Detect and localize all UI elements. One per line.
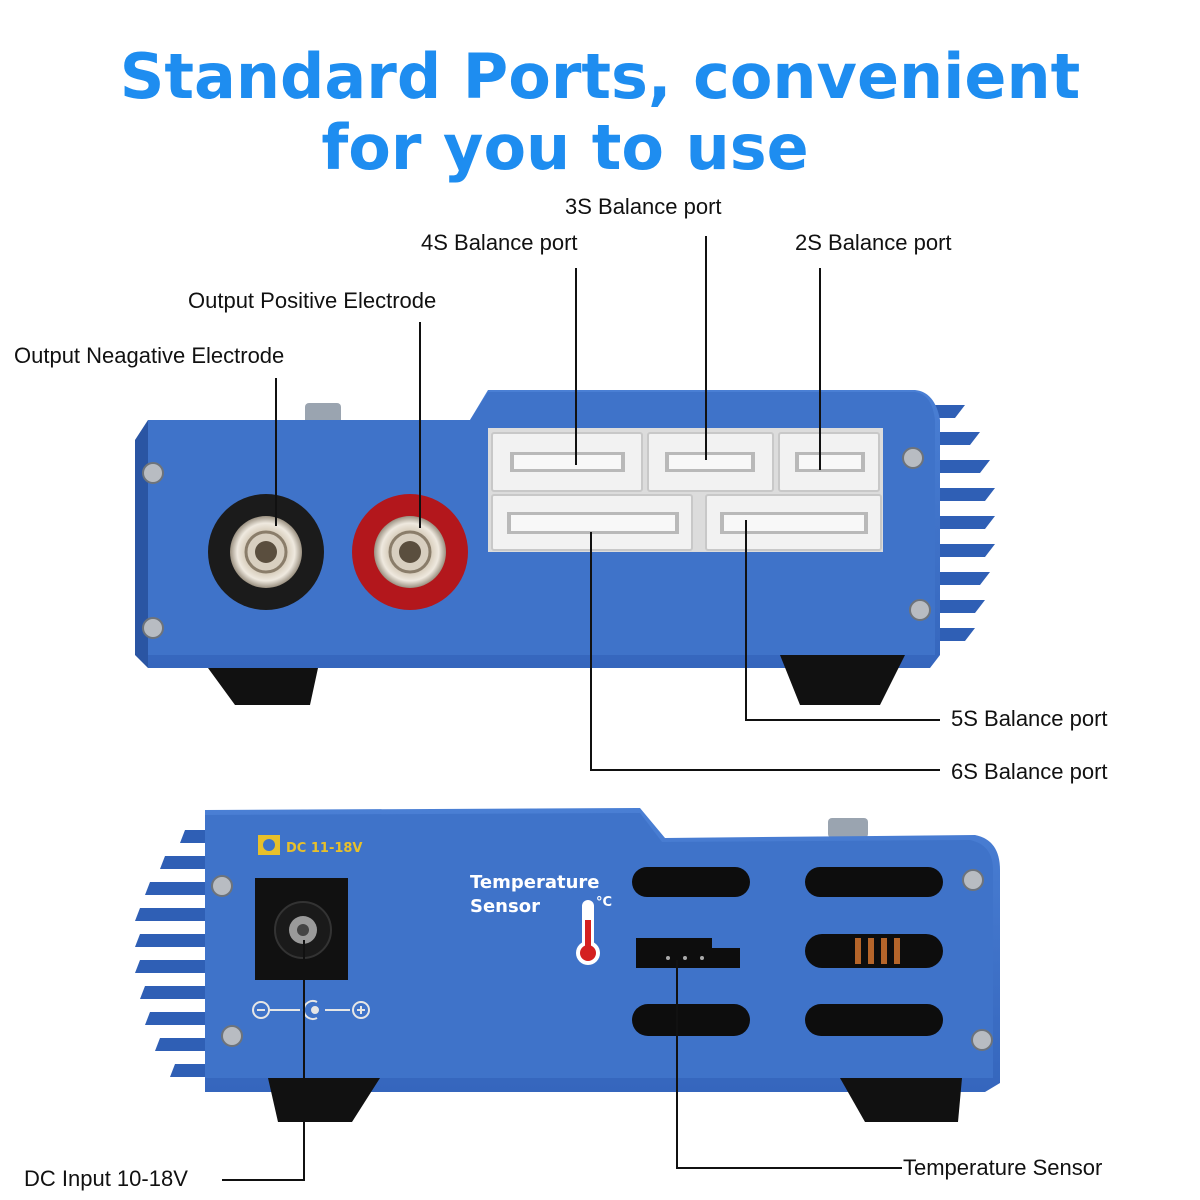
thermometer-icon: [576, 900, 600, 965]
temperature-sensor-port: [636, 938, 740, 968]
bottom-knob: [828, 818, 868, 838]
top-leader-lines: [275, 236, 940, 771]
label-4s-balance-port: 4S Balance port: [421, 230, 578, 255]
label-output-positive: Output Positive Electrode: [188, 288, 437, 313]
temperature-label-line-1: Temperature: [470, 872, 599, 893]
bottom-screws: [211, 869, 993, 1051]
dc-input-jack: [255, 878, 348, 980]
bottom-heatsink-fins: [135, 830, 210, 1077]
label-dc-input: DC Input 10-18V: [24, 1166, 188, 1191]
bottom-leader-lines: [222, 940, 902, 1181]
negative-output-terminal: [208, 494, 324, 610]
top-knob: [305, 403, 341, 425]
positive-output-terminal: [352, 494, 468, 610]
dc-rating-text: DC 11-18V: [286, 841, 363, 856]
label-output-negative: Output Neagative Electrode: [14, 343, 285, 368]
bottom-device: DC 11-18V Temperature S: [135, 808, 1000, 1122]
bottom-foot-right: [840, 1078, 962, 1122]
label-6s-balance-port: 6S Balance port: [951, 759, 1108, 784]
page-title-line-1: Standard Ports, convenient: [119, 40, 1081, 113]
bottom-foot-left: [268, 1078, 380, 1122]
top-foot-left: [208, 668, 318, 705]
page-title-line-2: for you to use: [321, 111, 809, 184]
top-device: [135, 390, 995, 705]
label-3s-balance-port: 3S Balance port: [565, 194, 722, 219]
top-foot-right: [780, 655, 905, 705]
top-screws: [142, 447, 931, 639]
label-temperature-sensor: Temperature Sensor: [903, 1155, 1103, 1180]
label-5s-balance-port: 5S Balance port: [951, 706, 1108, 731]
temperature-label-line-2: Sensor: [470, 896, 540, 917]
label-2s-balance-port: 2S Balance port: [795, 230, 952, 255]
top-heatsink-fins: [930, 405, 995, 641]
degree-unit-text: °C: [596, 895, 612, 910]
